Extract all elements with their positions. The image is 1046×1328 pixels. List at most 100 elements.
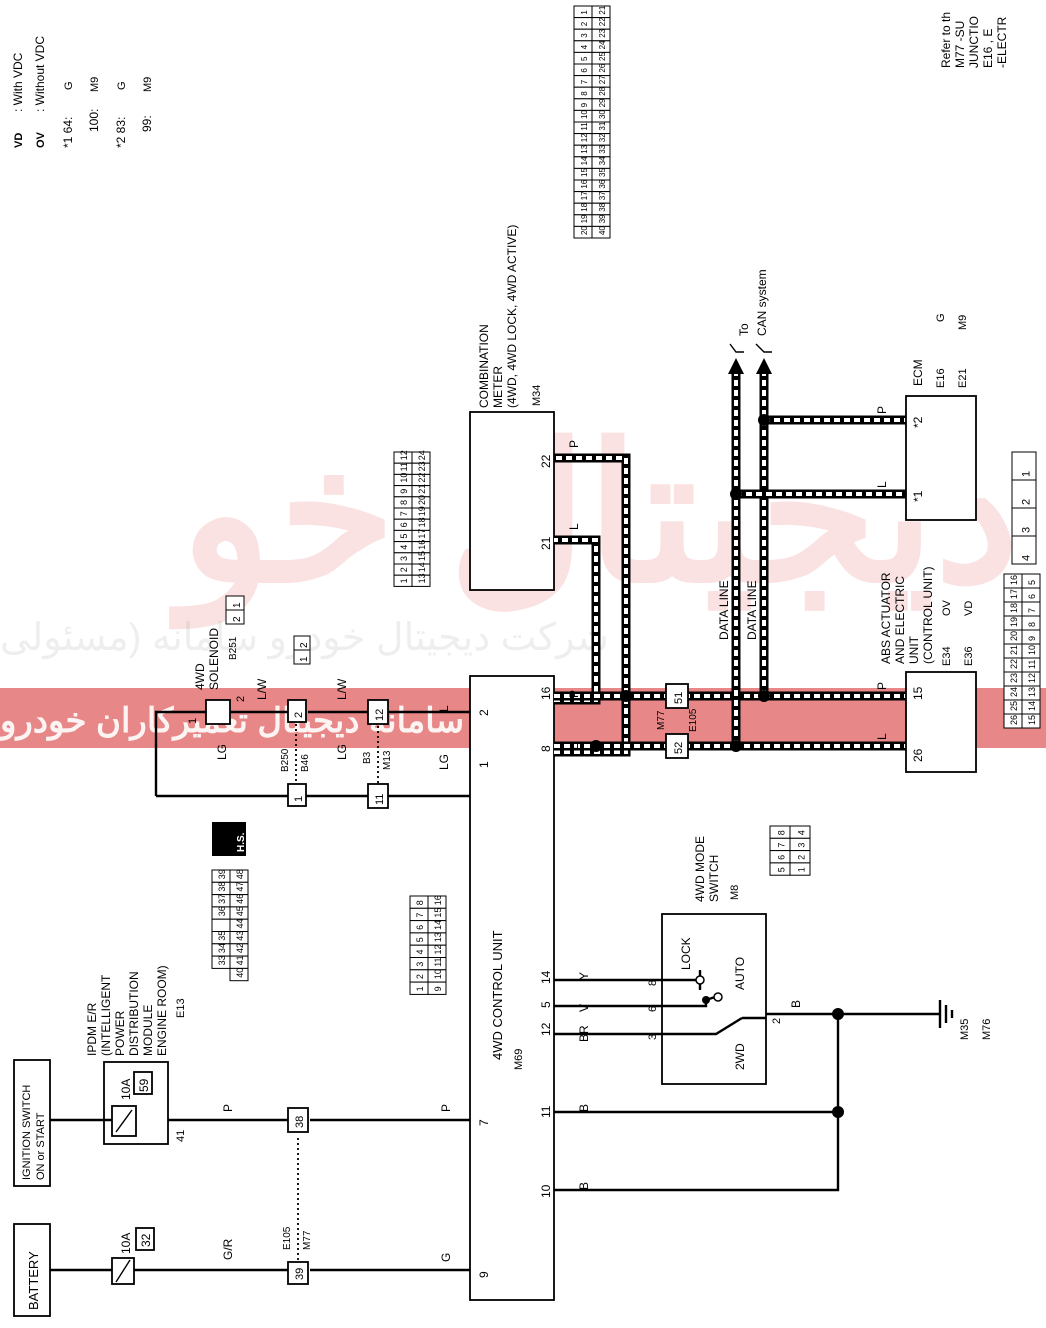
cu-connector-pin: 12: [433, 944, 443, 954]
mode-switch-box: [661, 913, 767, 1085]
abs-conn-vd: VD: [963, 601, 975, 616]
ecm-conn-m9: M9: [957, 315, 969, 330]
cu-connector-pin: 15: [433, 908, 443, 918]
mode-switch-connector-pin: 5: [776, 867, 786, 872]
meter40-connector-pin: 19: [580, 214, 589, 223]
meter40-connector-pin: 2: [580, 21, 589, 26]
mode-switch-connector-pin: 8: [776, 830, 786, 835]
ipdm-label-2: (INTELLIGENT: [99, 974, 113, 1056]
abs-label-4: (CONTROL UNIT): [921, 566, 935, 664]
wire-label-b3: B: [789, 1000, 803, 1008]
abs-conn-ov: OV: [941, 599, 953, 616]
meter40-connector-pin: 31: [598, 121, 607, 130]
abs-side-cell: [1011, 451, 1037, 481]
joint-b3-pin12: 12: [374, 709, 386, 721]
ipdm-connector-pin: 44: [235, 918, 245, 928]
fuse-battery: 10A 32: [111, 1227, 155, 1285]
legend-star1: *1 64: G 100: M9: [61, 77, 101, 148]
meter40-connector-pin: 40: [598, 226, 607, 235]
wire-lw: [154, 710, 470, 796]
legend-vd-tag: VD: [13, 133, 25, 148]
cu-connector-pin: 3: [415, 962, 425, 967]
ground-conn-m76: M76: [981, 1019, 993, 1040]
meter12-connector-pin: 6: [399, 522, 409, 527]
wire-label-l-top: L: [437, 705, 451, 712]
wire-mode-switch: [554, 978, 662, 1036]
meter40-connector-pin: 11: [580, 122, 589, 131]
joint-m77: M77: [656, 710, 667, 730]
abs-connector-pin: 7: [1027, 608, 1037, 613]
mode-switch-connector-pin: 3: [796, 843, 806, 848]
abs-connector-pin: 26: [1009, 715, 1019, 725]
data-cables: [554, 372, 906, 757]
data-line-1: DATA LINE: [717, 580, 731, 640]
meter40-connector-pin: 35: [598, 168, 607, 177]
cu-connector-pin: 1: [415, 986, 425, 991]
cu-pin-10: 10: [539, 1184, 553, 1198]
meter40-connector-cell: [591, 225, 611, 239]
mode-switch-connector-pin: 7: [776, 843, 786, 848]
wire-label-l-meter: L: [567, 523, 581, 530]
meter40-connector-pin: 33: [598, 144, 607, 153]
meter12-connector-pin: 1: [399, 578, 409, 583]
joint-conn-m77: M77: [302, 1230, 313, 1250]
cu-connector-pin: 13: [433, 932, 443, 942]
ipdm-label-3: POWER: [113, 1010, 127, 1056]
cu-pin-11: 11: [539, 1105, 553, 1118]
control-unit-box: [469, 675, 555, 1301]
abs-connector-pin: 5: [1027, 580, 1037, 585]
legend: : With VDC VD OV : Without VDC: [11, 36, 47, 148]
mode-switch-connector-pin: 1: [796, 867, 806, 872]
battery-box: [13, 1223, 51, 1317]
wire-label-l8: L: [567, 743, 581, 750]
ipdm-connector-pin: 39: [217, 869, 227, 879]
meter40-connector-pin: 10: [580, 110, 589, 119]
abs-label-3: UNIT: [907, 635, 921, 664]
joint-m77-pin51: 51: [673, 692, 685, 704]
legend-star1-g: G: [63, 81, 75, 90]
abs-connector-pin: 24: [1009, 687, 1019, 697]
ipdm-label-4: DISTRIBUTION: [127, 971, 141, 1056]
joint-e105: E105: [688, 708, 699, 732]
ipdm-connector-pin: 45: [235, 906, 245, 916]
meter40-connector-pin: 8: [580, 91, 589, 96]
cu-pin-16: 16: [539, 686, 553, 700]
cu-connector-pin: 5: [415, 937, 425, 942]
wire-ground: [554, 1012, 940, 1192]
meter40-connector-pin: 5: [580, 56, 589, 61]
meter40-connector-pin: 37: [598, 191, 607, 200]
cu-pin-8: 8: [539, 745, 553, 752]
refer-note: Refer to th M77 -SU JUNCTIO E16 , E -ELE…: [939, 12, 1009, 68]
legend-star2: *2 83: G 99: M9: [114, 77, 154, 148]
meter40-connector-pin: 38: [598, 202, 607, 211]
wire-label-p1: P: [221, 1104, 235, 1112]
refer-line1: Refer to th: [939, 12, 953, 68]
abs-connector-cell: [1021, 713, 1041, 729]
joint-b250-pin2-box: [287, 699, 307, 723]
ipdm-connector-cell: [211, 918, 231, 933]
ecm-pin-s1: *1: [911, 490, 925, 502]
joint-pin-39: 39: [294, 1268, 306, 1280]
ecm-conn-e16: E16: [935, 368, 947, 388]
meter12-connector-pin: 24: [417, 450, 427, 460]
meter12-connector-pin: 15: [417, 551, 427, 561]
abs-connector-pin: 18: [1009, 603, 1019, 613]
meter-conn: M34: [531, 385, 543, 406]
meter12-connector-pin: 21: [417, 484, 427, 494]
abs-connector-pin: 25: [1009, 701, 1019, 711]
wire-label-lw1: L/W: [255, 678, 269, 700]
ignition-label-2: ON or START: [35, 1112, 47, 1180]
mode-switch-contacts: [662, 970, 766, 1036]
svg-text:2: 2: [232, 616, 243, 622]
battery-label: BATTERY: [26, 1251, 41, 1310]
fuse-battery-num: 32: [139, 1233, 153, 1247]
cu-pin-7: 7: [477, 1119, 491, 1126]
solenoid-pin-1: 1: [187, 718, 199, 724]
abs-side-pin: 1: [1020, 471, 1032, 477]
abs-connector-pin: 19: [1009, 617, 1019, 627]
meter12-connector-pin: 17: [417, 529, 427, 539]
abs-side-pin: 2: [1020, 499, 1032, 505]
abs-side-pin: 4: [1020, 555, 1032, 561]
